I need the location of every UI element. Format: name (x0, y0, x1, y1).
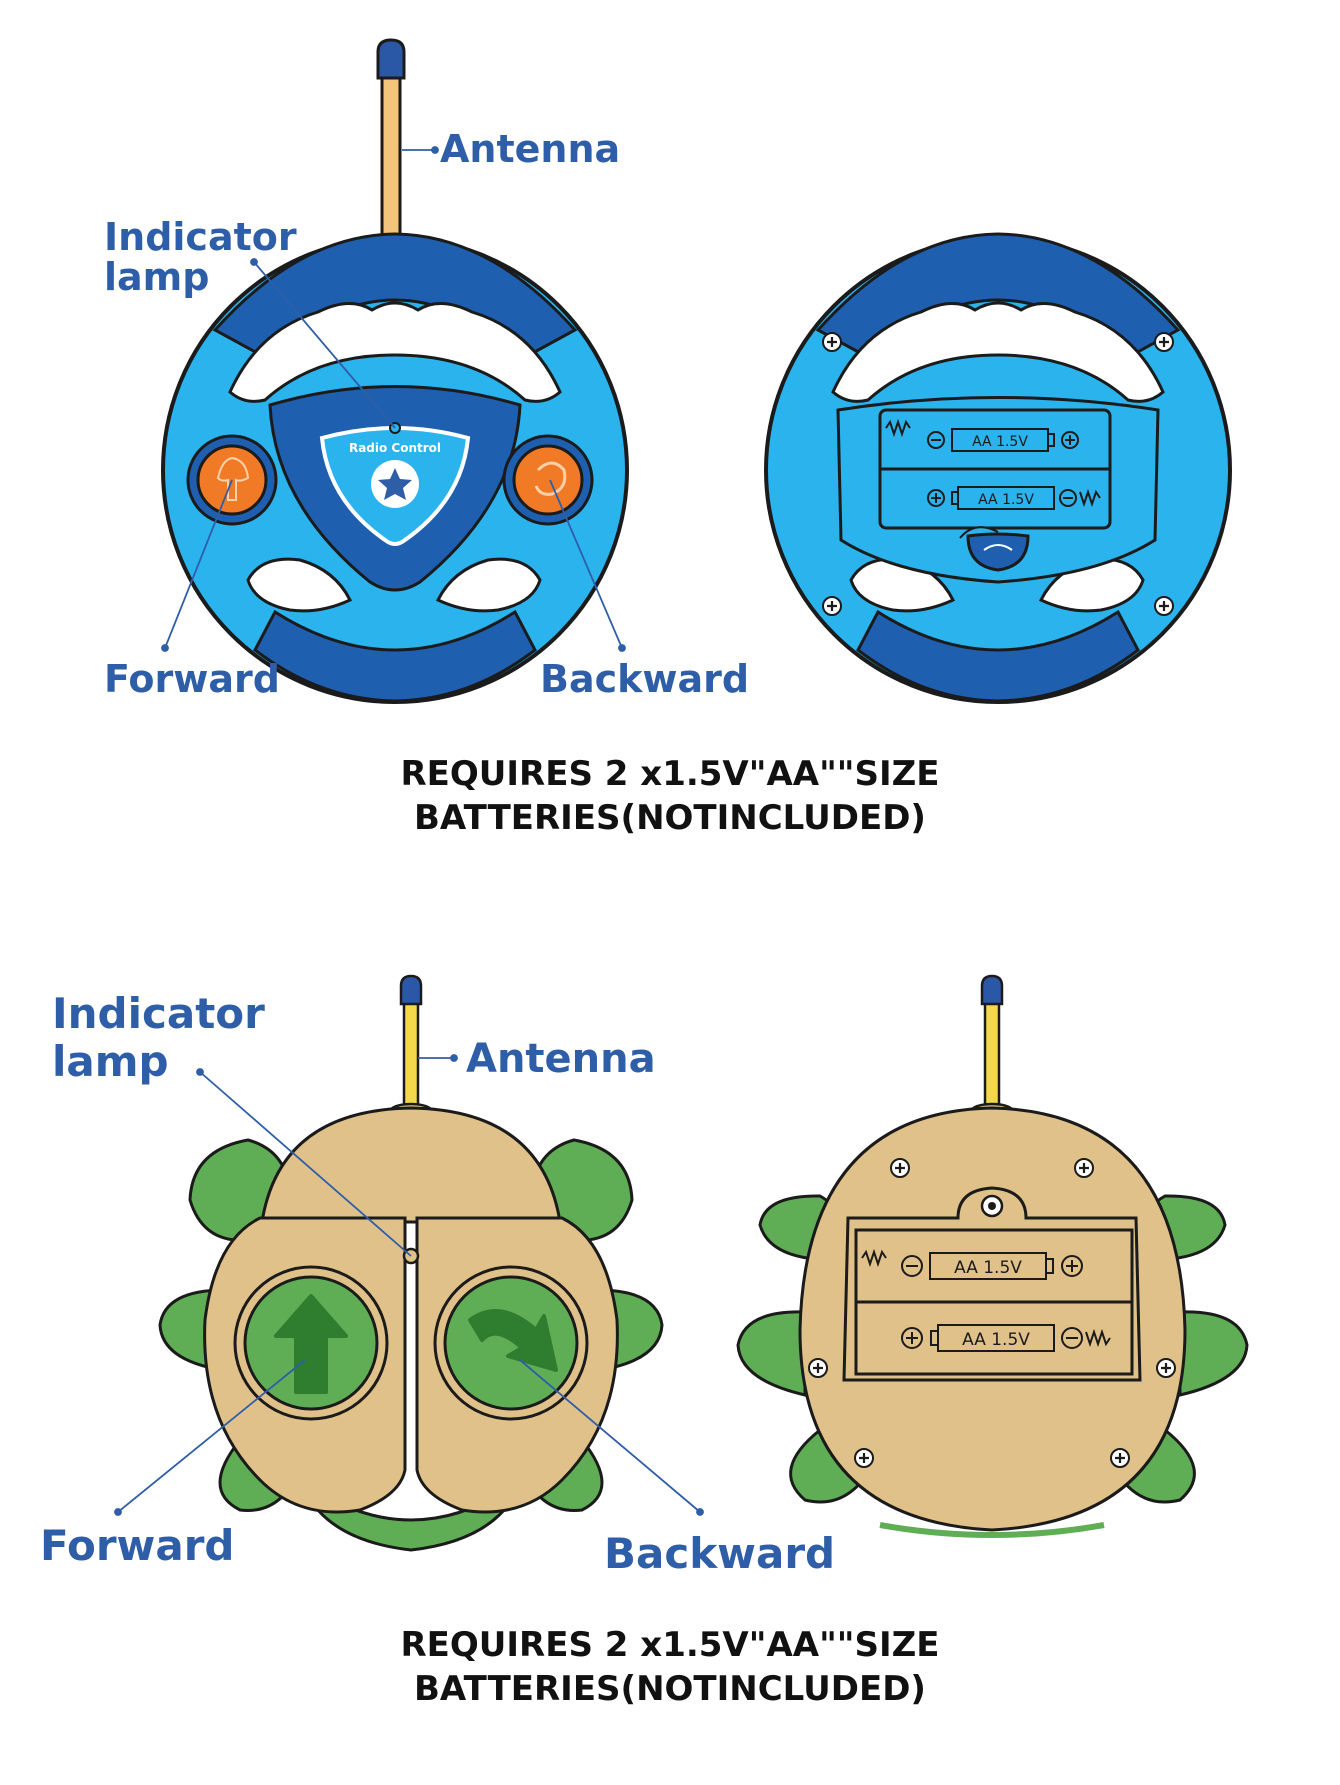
latch-arrow-icon (983, 544, 1013, 551)
steering-indicator-label-line1: Indicator (104, 215, 297, 259)
turtle-battery-2-label: AA 1.5V (962, 1330, 1030, 1350)
steering-remote-back: AA 1.5V AA 1.5V (764, 232, 1232, 704)
turtle-backward-button[interactable] (433, 1265, 589, 1421)
screw-icon (1109, 1447, 1131, 1469)
steering-battery-2: AA 1.5V (927, 486, 1101, 510)
steering-antenna (376, 38, 406, 246)
steering-battery-1: AA 1.5V (885, 418, 1079, 452)
steering-leader-lines (161, 146, 626, 652)
turtle-indicator-label-line2: lamp (52, 1037, 169, 1086)
star-icon (378, 468, 412, 500)
screw-icon (1153, 331, 1175, 353)
turtle-indicator-label-line1: Indicator (52, 989, 265, 1038)
screw-icon (889, 1157, 911, 1179)
turtle-forward-label: Forward (40, 1521, 234, 1570)
wheel-upper-window (228, 301, 562, 403)
screw-icon (1153, 595, 1175, 617)
battery-requirement-bottom: REQUIRES 2 x1.5V"AA""SIZE BATTERIES(NOTI… (0, 1623, 1340, 1711)
turtle-battery-1-label: AA 1.5V (954, 1258, 1022, 1278)
requirement-line-1: REQUIRES 2 x1.5V"AA""SIZE (400, 754, 940, 794)
steering-battery-latch[interactable] (966, 532, 1030, 572)
battery-requirement-top: REQUIRES 2 x1.5V"AA""SIZE BATTERIES(NOTI… (0, 752, 1340, 840)
steering-backward-button[interactable] (502, 434, 594, 526)
turtle-forward-button[interactable] (233, 1265, 389, 1421)
turtle-battery-2: AA 1.5V (901, 1324, 1111, 1352)
steering-backward-label: Backward (540, 657, 749, 701)
turtle-antenna (384, 974, 438, 1120)
turtle-remote-front: Antenna Indicator lamp Forward Backward (40, 974, 835, 1578)
turtle-antenna-label: Antenna (466, 1036, 656, 1082)
forward-arrow-icon (274, 1294, 348, 1394)
screw-icon (1073, 1157, 1095, 1179)
requirement-line-1: REQUIRES 2 x1.5V"AA""SIZE (400, 1625, 940, 1665)
turtle-back-antenna (965, 974, 1019, 1120)
backward-arrow-icon (534, 461, 567, 496)
steering-indicator-label-line2: lamp (104, 255, 209, 299)
steering-battery-1-label: AA 1.5V (972, 434, 1028, 450)
screw-icon (1155, 1357, 1177, 1379)
turtle-leader-lines (114, 1054, 704, 1516)
requirement-line-2: BATTERIES(NOTINCLUDED) (414, 798, 926, 838)
turtle-remote-back: AA 1.5V AA 1.5V (736, 974, 1249, 1538)
steering-remote-front: Radio Control Antenna Indicator lamp For… (104, 38, 749, 704)
screw-icon (853, 1447, 875, 1469)
steering-antenna-label: Antenna (440, 127, 620, 171)
forward-arrow-icon (216, 456, 250, 501)
steering-battery-2-label: AA 1.5V (978, 492, 1034, 508)
wheel-lower-left-window (246, 557, 353, 613)
backward-arrow-icon (468, 1309, 558, 1372)
screw-icon (807, 1357, 829, 1379)
screw-icon (821, 595, 843, 617)
badge-text: Radio Control (349, 441, 441, 455)
screw-icon (821, 331, 843, 353)
requirement-line-2: BATTERIES(NOTINCLUDED) (414, 1669, 926, 1709)
wheel-lower-right-window (435, 557, 542, 613)
wheel-bottom-grip (253, 609, 537, 703)
steering-forward-label: Forward (104, 657, 280, 701)
turtle-battery-1: AA 1.5V (861, 1248, 1083, 1280)
turtle-backward-label: Backward (604, 1529, 835, 1578)
turtle-head-cap (260, 1106, 562, 1224)
